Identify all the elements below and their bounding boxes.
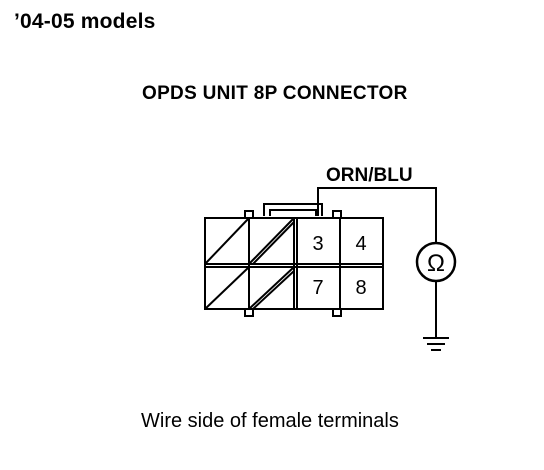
terminal-7-label: 7 [312,277,323,299]
blank-cavities [204,217,295,310]
ground-icon [423,337,449,351]
connector-lock-tab [263,203,323,216]
orn-blu-wire [317,187,437,242]
connector-pin-top-right [332,210,342,219]
connector-body [204,217,384,310]
terminal-8-label: 8 [355,277,366,299]
view-caption: Wire side of female terminals [141,410,399,432]
terminal-4-label: 4 [355,233,366,255]
connector-title: OPDS UNIT 8P CONNECTOR [142,83,408,104]
model-year-label: ’04-05 models [14,10,156,33]
connector-pin-top-left [244,210,254,219]
wire-color-label: ORN/BLU [326,165,413,186]
terminal-3-label: 3 [312,233,323,255]
ohm-symbol: Ω [427,250,445,277]
